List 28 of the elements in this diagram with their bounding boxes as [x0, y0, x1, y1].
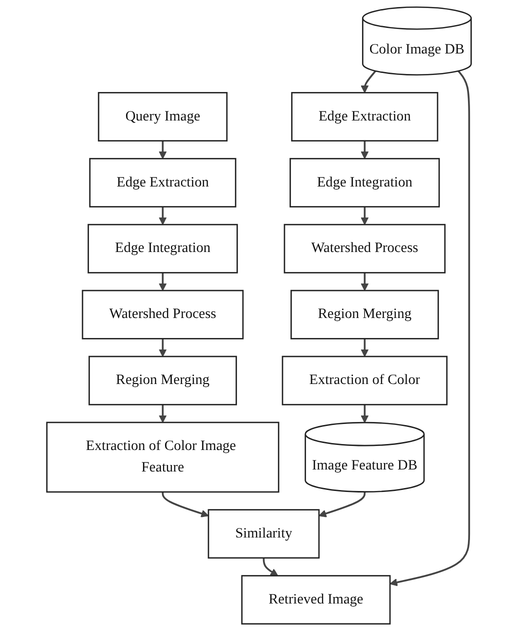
node-box: Region Merging	[88, 356, 237, 406]
node-box: Edge Extraction	[89, 158, 236, 208]
arrow	[262, 558, 278, 576]
arrow	[162, 492, 209, 518]
arrow	[360, 272, 369, 291]
arrow	[158, 338, 167, 357]
node-box: Watershed Process	[284, 224, 446, 274]
node-box: Extraction of Color	[282, 356, 448, 406]
node-box: Retrieved Image	[241, 575, 391, 625]
arrow	[390, 70, 470, 586]
node-box: Similarity	[208, 509, 320, 559]
arrow	[158, 140, 167, 159]
node-box: Watershed Process	[82, 290, 244, 340]
arrow	[158, 206, 167, 225]
arrow	[318, 492, 366, 518]
node-box: Extraction of Color Image Feature	[46, 422, 280, 493]
arrow	[360, 140, 369, 159]
arrow	[360, 404, 369, 423]
arrow	[360, 206, 369, 225]
arrow	[158, 272, 167, 291]
node-box: Edge Integration	[290, 158, 440, 208]
node-box: Edge Extraction	[291, 92, 438, 142]
node-box: Region Merging	[290, 290, 439, 340]
arrow	[158, 404, 167, 423]
node-box: Edge Integration	[88, 224, 238, 274]
node-box: Query Image	[98, 92, 228, 142]
arrow	[360, 70, 376, 94]
arrow	[360, 338, 369, 357]
